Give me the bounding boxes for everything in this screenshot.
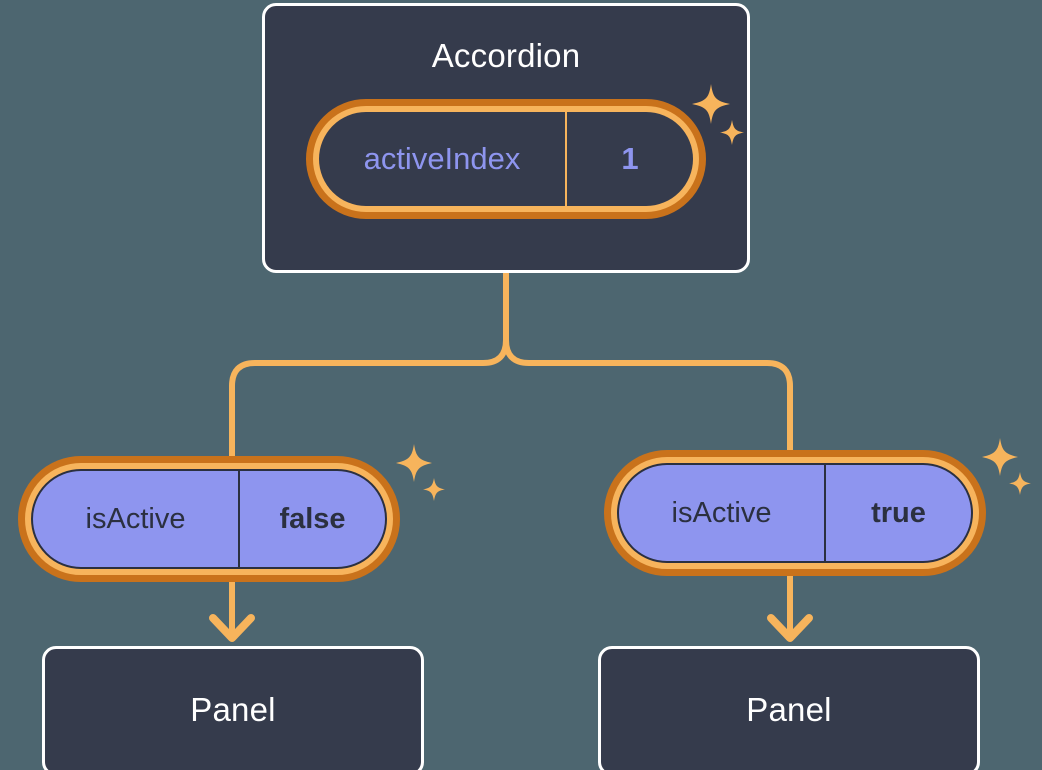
accordion-title: Accordion (431, 37, 581, 74)
sparkle-four-point-large-icon (982, 438, 1018, 476)
connector-branch-right (503, 337, 793, 459)
sparkle-four-point-large-icon (396, 444, 432, 482)
panel-right-title: Panel (746, 691, 832, 728)
prop-pill-is-active-false[interactable]: isActive false (18, 456, 400, 582)
sparkle-group-right-pill (978, 436, 1036, 507)
prop-value-label: true (871, 496, 926, 529)
prop-pill-inner: isActive true (617, 463, 973, 563)
state-pill-active-index[interactable]: activeIndex 1 (306, 99, 706, 219)
state-pill-inner: activeIndex 1 (319, 112, 693, 206)
prop-key-label: isActive (85, 502, 186, 535)
state-pill-divider (565, 112, 567, 206)
sparkle-four-point-small-icon (423, 478, 445, 501)
prop-value-label: false (279, 502, 346, 535)
state-key-label: activeIndex (363, 141, 521, 176)
state-value-label: 1 (621, 141, 639, 176)
connector-branch-left (229, 337, 509, 465)
panel-left-title: Panel (190, 691, 276, 728)
prop-key-label: isActive (671, 496, 772, 529)
prop-pill-is-active-true[interactable]: isActive true (604, 450, 986, 576)
component-panel-right[interactable]: Panel (598, 646, 980, 770)
arrow-left-pill-to-panel (209, 580, 255, 642)
prop-pill-divider (238, 471, 240, 567)
prop-pill-divider (824, 465, 826, 561)
component-panel-left[interactable]: Panel (42, 646, 424, 770)
sparkle-four-point-small-icon (1009, 472, 1031, 495)
prop-pill-inner: isActive false (31, 469, 387, 569)
sparkle-group-left-pill (392, 442, 450, 513)
arrow-right-pill-to-panel (767, 574, 813, 642)
